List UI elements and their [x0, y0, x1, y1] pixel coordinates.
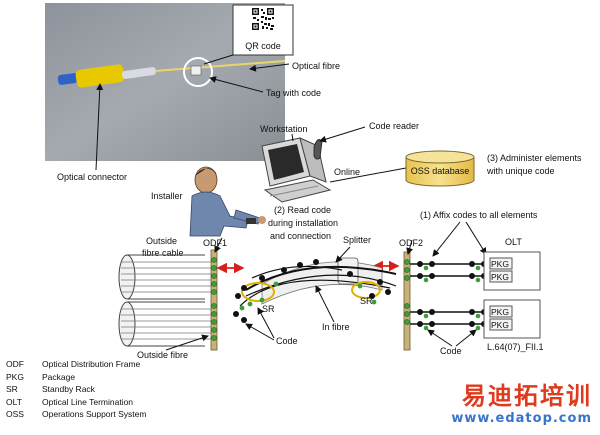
outside-fibre-cable-upper [118, 254, 212, 300]
read-code-label-line2: during installation [268, 218, 338, 228]
pkg-label-1: PKG [491, 259, 509, 269]
olt-lower [483, 299, 541, 339]
optical-connector-image [57, 60, 286, 88]
connector-photo: QR code [45, 3, 294, 161]
odf2-olt-links [410, 263, 482, 325]
pkg-label-4: PKG [491, 320, 509, 330]
tag-highlight-circle [183, 57, 213, 87]
sr-label-left: SR [262, 304, 275, 314]
code-reader-icon [313, 139, 323, 160]
qr-code-box: QR code [232, 4, 294, 56]
olt-upper [483, 251, 541, 291]
tag-with-code-label: Tag with code [266, 88, 321, 98]
read-code-label-line3: and connection [270, 231, 331, 241]
watermark-chinese-text: 易迪拓培训 [462, 382, 592, 410]
in-fibre-label: In fibre [322, 322, 350, 332]
outside-fibre-cable-label-line2: fibre cable [142, 248, 184, 258]
watermark: 易迪拓培训 www.edatop.com [451, 376, 592, 426]
installer-figure [189, 166, 266, 237]
optical-fibre-label: Optical fibre [292, 61, 340, 71]
pkg-label-2: PKG [491, 272, 509, 282]
oss-database-label: OSS database [411, 166, 470, 176]
sr-label-right: SR [360, 296, 373, 306]
splitter-label: Splitter [343, 235, 371, 245]
outside-fibre-cable-lower [118, 301, 212, 347]
odf1-label: ODF1 [203, 238, 227, 248]
qr-code-label: QR code [245, 41, 281, 51]
code-reader-label: Code reader [369, 121, 419, 131]
splitter-rack [233, 257, 397, 323]
administer-label-line2: with unique code [486, 166, 555, 176]
outside-fibre-label: Outside fibre [137, 350, 188, 360]
code-label-right: Code [440, 346, 462, 356]
optical-connector-label: Optical connector [57, 172, 127, 182]
outside-fibre-cable-label-line1: Outside [146, 236, 177, 246]
odf1-frame [210, 249, 218, 351]
affix-codes-label: (1) Affix codes to all elements [420, 210, 538, 220]
figure-id-label: L.64(07)_FII.1 [487, 342, 544, 352]
administer-label-line1: (3) Administer elements [487, 153, 582, 163]
workstation-label: Workstation [260, 124, 307, 134]
workstation-icon [261, 137, 332, 203]
installer-label: Installer [151, 191, 183, 201]
code-label-left: Code [276, 336, 298, 346]
oss-database-cylinder: OSS database [405, 150, 475, 187]
online-label: Online [334, 167, 360, 177]
read-code-label-line1: (2) Read code [274, 205, 331, 215]
olt-label: OLT [505, 237, 522, 247]
watermark-url: www.edatop.com [451, 411, 592, 426]
pkg-label-3: PKG [491, 307, 509, 317]
odf2-frame [403, 251, 411, 351]
